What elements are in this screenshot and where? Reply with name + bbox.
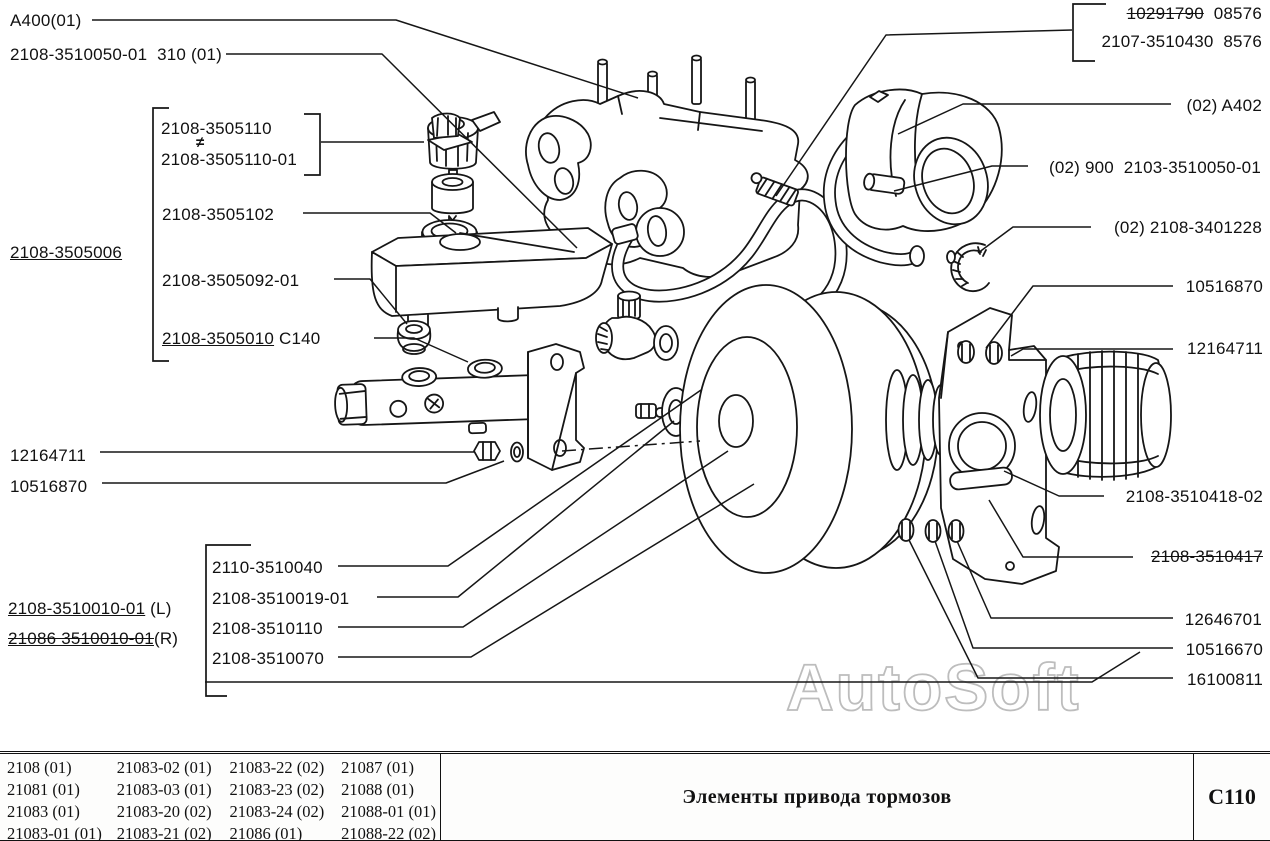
- sheet-code: C110: [1208, 784, 1256, 809]
- model-code: 21083-22 (02): [229, 758, 325, 777]
- part-label-master-cylinder: 2108-3505010 C140: [162, 329, 321, 348]
- part-label-group-item-2: 2108-3510019-01: [212, 589, 350, 608]
- upper-nuts-drawing: [957, 340, 1003, 365]
- cylinder-flange-drawing: [527, 343, 585, 471]
- model-codes-cell: 2108 (01) 21081 (01) 21083 (01) 21083-01…: [0, 754, 441, 841]
- not-equal-sign: ≠: [196, 134, 205, 151]
- diagram-canvas: AutoSoft: [92, 3, 1173, 725]
- model-code: 21087 (01): [341, 758, 415, 777]
- leader-lines: [92, 19, 1173, 683]
- booster-bellows-drawing: [885, 369, 950, 471]
- part-label-group-item-3: 2108-3510110: [212, 619, 323, 638]
- check-valve-drawing: [595, 290, 679, 361]
- part-label-a400: A400(01): [10, 11, 82, 30]
- part-label-washer-left: 10516870: [10, 477, 88, 496]
- part-label-clamp-new: 2107-3510430 8576: [1101, 32, 1262, 51]
- model-code: 21083-03 (01): [116, 780, 212, 799]
- part-label-bushing: 2108-3505092-01: [162, 271, 300, 290]
- watermark: AutoSoft: [786, 650, 1081, 724]
- model-code: 21088 (01): [341, 780, 415, 799]
- model-code: 21083-02 (01): [116, 758, 212, 777]
- part-label-nut-left: 12164711: [10, 446, 86, 465]
- reservoir-tank-drawing: [370, 227, 613, 331]
- part-label-bracket-old: 2108-3510417: [1150, 547, 1263, 566]
- booster-drawing: [679, 284, 939, 574]
- model-code: 21088-01 (01): [341, 802, 436, 821]
- bracket-drawing: [938, 307, 1060, 585]
- model-column-3: 21083-22 (02) 21083-23 (02) 21083-24 (02…: [229, 757, 341, 841]
- model-code: 21088-22 (02): [341, 824, 436, 841]
- part-label-booster-left: 2108-3510010-01 (L): [8, 599, 172, 618]
- part-label-bolt-lower: 12646701: [1184, 610, 1262, 629]
- part-label-reservoir-assy: 2108-3505006: [10, 243, 123, 262]
- cylinder-nut-washer-drawing: [473, 441, 524, 463]
- model-column-4: 21087 (01) 21088 (01) 21088-01 (01) 2108…: [341, 757, 440, 841]
- grommet-drawing: [396, 320, 432, 355]
- part-label-hose-main: 2108-3510050-01 310 (01): [10, 45, 222, 64]
- intake-manifold-drawing: [525, 54, 809, 278]
- model-code: 21083-24 (02): [229, 802, 325, 821]
- sheet-title: Элементы привода тормозов: [441, 754, 1194, 840]
- model-column-2: 21083-02 (01) 21083-03 (01) 21083-20 (02…: [116, 757, 230, 841]
- variant-hose-drawing: [822, 119, 990, 293]
- model-code: 21083-01 (01): [7, 824, 102, 841]
- filter-drawing: [431, 173, 474, 226]
- model-code: 21083-21 (02): [116, 824, 212, 841]
- clamp-ring-drawing: [946, 242, 990, 293]
- part-label-reservoir: 2108-3505102: [162, 205, 275, 224]
- part-label-hose-variant: (02) 900 2103-3510050-01: [1049, 158, 1261, 177]
- part-label-bracket: 2108-3510418-02: [1125, 487, 1263, 506]
- variant-booster-drawing: [845, 88, 1003, 232]
- part-label-group-item-1: 2110-3510040: [212, 558, 323, 577]
- part-label-group-item-4: 2108-3510070: [212, 649, 325, 668]
- main-hose-drawing: [611, 172, 848, 310]
- part-label-booster-variant: (02) A402: [1186, 96, 1262, 115]
- model-column-1: 2108 (01) 21081 (01) 21083 (01) 21083-01…: [7, 757, 117, 841]
- hose-clamp-drawing: [750, 172, 799, 207]
- models-table: 2108 (01) 21081 (01) 21083 (01) 21083-01…: [0, 751, 1270, 841]
- part-label-washer-lower: 10516670: [1185, 640, 1263, 659]
- lower-nuts-drawing: [897, 518, 965, 543]
- model-code: 21081 (01): [7, 780, 80, 799]
- model-code: 21083-23 (02): [229, 780, 325, 799]
- ribbed-cap-drawing: [1039, 350, 1172, 481]
- part-label-booster-right: 21086 3510010-01(R): [8, 629, 179, 648]
- model-code: 21083-20 (02): [116, 802, 212, 821]
- part-label-washer-right: 10516870: [1185, 277, 1263, 296]
- part-label-nut-right: 12164711: [1187, 339, 1263, 358]
- part-label-nut-lower: 16100811: [1187, 670, 1263, 689]
- part-label-cap-variant-a: 2108-3505110: [161, 119, 272, 138]
- model-code: 21086 (01): [229, 824, 303, 841]
- model-code: 2108 (01): [7, 758, 72, 777]
- part-label-clamp-old: 10291790 08576: [1126, 4, 1262, 23]
- master-cylinder-drawing: [334, 358, 544, 435]
- model-code: 21083 (01): [7, 802, 80, 821]
- group-brackets: [152, 3, 1106, 697]
- part-label-cap-variant-b: 2108-3505110-01: [161, 150, 297, 169]
- small-cap-drawing: [427, 112, 473, 151]
- part-label-clamp-variant: (02) 2108-3401228: [1113, 218, 1262, 237]
